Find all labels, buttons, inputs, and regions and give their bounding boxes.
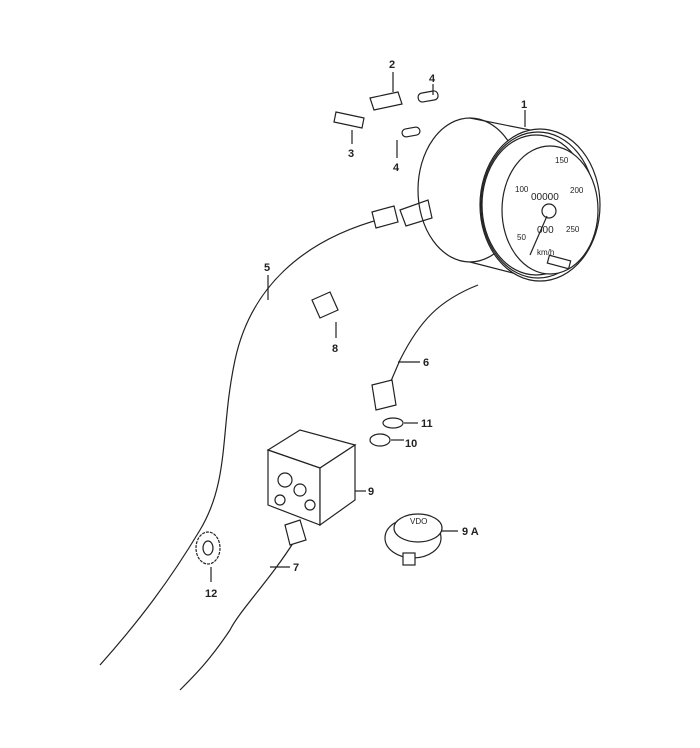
dial-tick-100: 100 xyxy=(515,185,529,194)
sender-brand: VDO xyxy=(410,517,427,526)
trip-meter: 000 xyxy=(537,225,554,236)
bulb-holders xyxy=(333,90,439,138)
label-1: 1 xyxy=(521,99,527,111)
label-9a: 9 A xyxy=(462,526,479,538)
label-6: 6 xyxy=(423,357,429,369)
dial-unit: km/h xyxy=(537,248,554,257)
label-12: 12 xyxy=(205,588,217,600)
drive-cable-long xyxy=(179,539,296,691)
washer xyxy=(382,417,404,429)
label-8: 8 xyxy=(332,343,338,355)
dial-tick-200: 200 xyxy=(570,186,584,195)
drive-gear xyxy=(195,531,221,565)
label-3: 3 xyxy=(348,148,354,160)
dial-tick-250: 250 xyxy=(566,225,580,234)
transmitter-box xyxy=(266,429,357,527)
label-9: 9 xyxy=(368,486,374,498)
label-10: 10 xyxy=(405,438,417,450)
dial-tick-150: 150 xyxy=(555,156,569,165)
label-11: 11 xyxy=(421,418,433,430)
drive-cable-short xyxy=(384,284,479,396)
vdo-sender: VDO xyxy=(384,513,443,566)
odometer: 00000 xyxy=(531,192,559,203)
grommet xyxy=(311,291,339,319)
dial-tick-50: 50 xyxy=(517,233,526,242)
label-4-bottom: 4 xyxy=(393,162,400,174)
label-5: 5 xyxy=(264,262,270,274)
speedometer-cable xyxy=(99,217,386,666)
label-4-top: 4 xyxy=(429,73,436,85)
speedometer: 50 100 150 200 250 km/h 00000 000 xyxy=(399,117,601,282)
nut xyxy=(369,433,391,447)
label-2: 2 xyxy=(389,59,395,71)
label-7: 7 xyxy=(293,562,299,574)
